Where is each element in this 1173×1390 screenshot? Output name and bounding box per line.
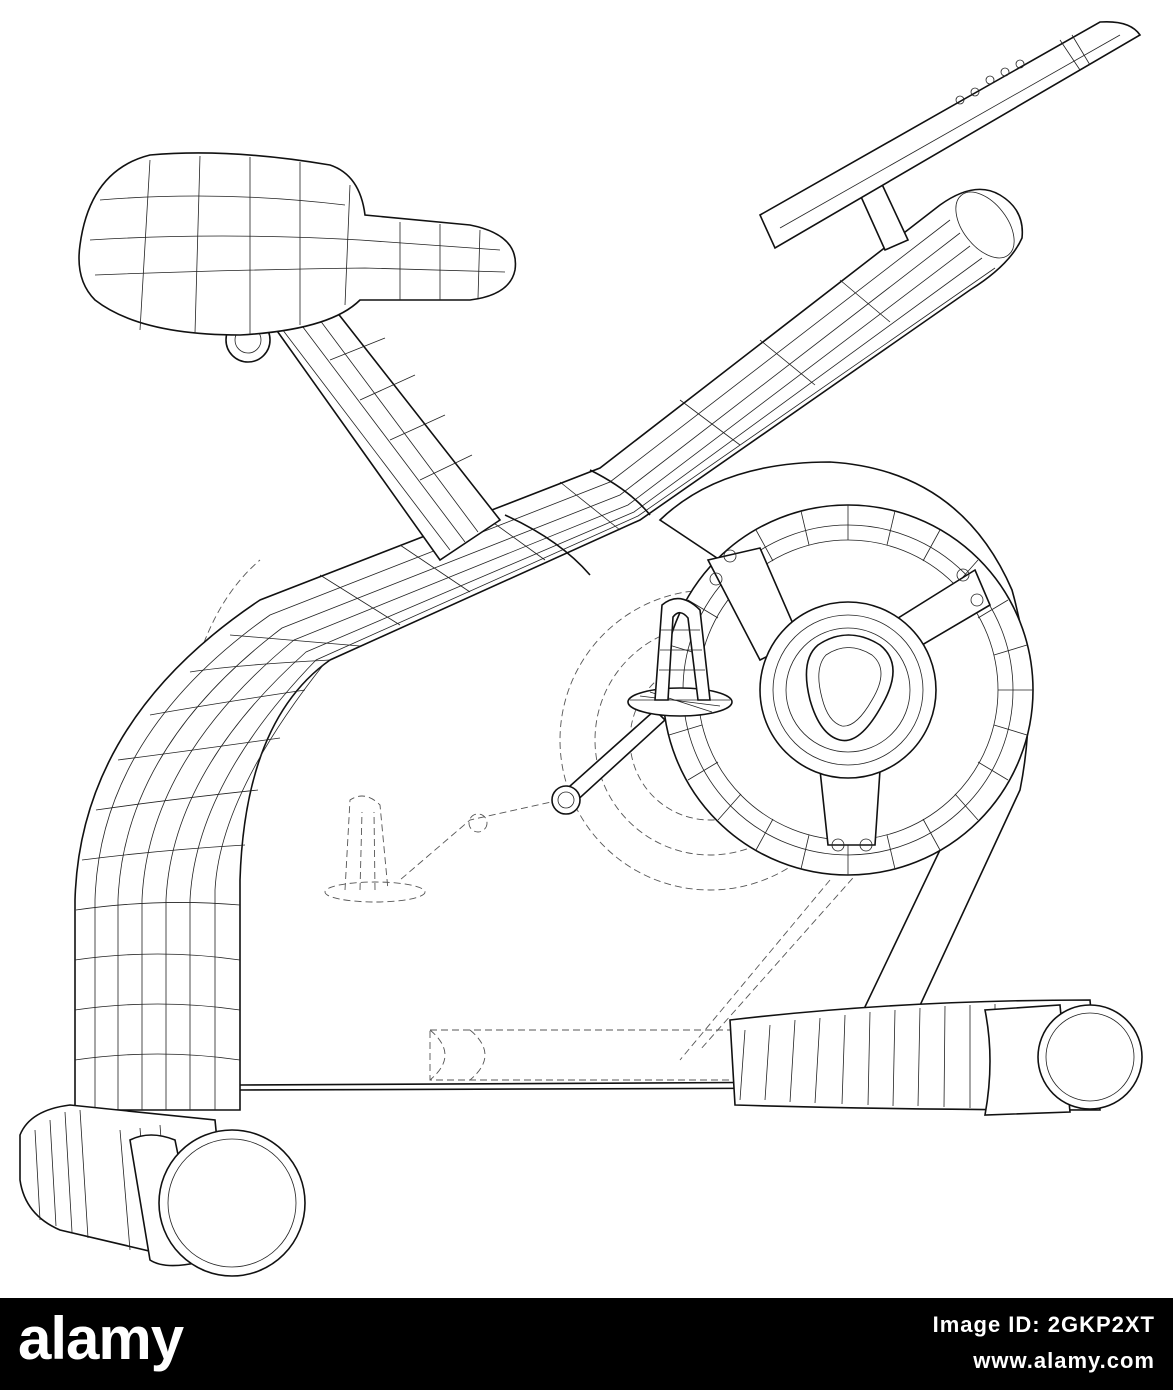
exercise-bike-wireframe bbox=[19, 20, 1143, 1277]
alamy-logo: alamy bbox=[18, 1305, 184, 1372]
saddle bbox=[78, 152, 517, 336]
watermark-bar: alamy Image ID: 2GKP2XT www.alamy.com bbox=[0, 1298, 1173, 1390]
far-pedal bbox=[324, 795, 488, 903]
main-frame-tube bbox=[74, 188, 1024, 1111]
console bbox=[758, 20, 1142, 252]
crank-and-pedal bbox=[551, 597, 733, 815]
site-url-label: www.alamy.com bbox=[973, 1348, 1155, 1373]
image-id-label: Image ID: 2GKP2XT bbox=[932, 1312, 1155, 1337]
front-foot bbox=[729, 999, 1143, 1116]
flywheel bbox=[658, 461, 1034, 1082]
flywheel-bolts bbox=[709, 549, 984, 852]
rear-foot bbox=[19, 1104, 306, 1277]
console-buttons bbox=[955, 59, 1025, 105]
